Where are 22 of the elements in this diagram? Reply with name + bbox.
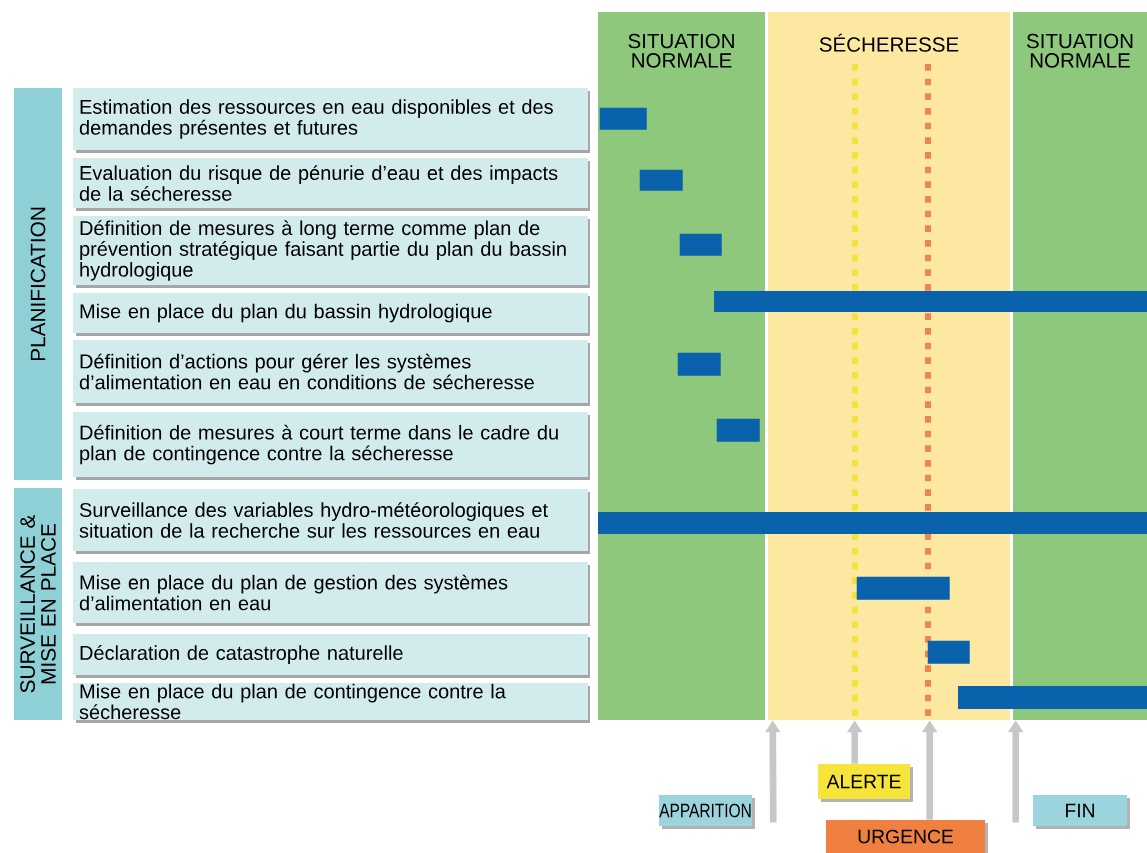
task-box: Définition d’actions pour gérer les systèmes d’alimentation en eau en conditions de sécheresse: [73, 340, 590, 406]
task-box: Estimation des ressources en eau disponibles et des demandes présentes et futures: [73, 88, 590, 153]
phase-column: SÉCHERESSE: [768, 12, 1010, 720]
phase-column: SITUATION NORMALE: [1013, 12, 1147, 720]
gantt-bar: [598, 512, 1147, 534]
task-box: Déclaration de catastrophe naturelle: [73, 634, 590, 678]
task-box: Définition de mesures à court terme dans le cadre du plan de contingence contre la sécheresse: [73, 412, 590, 480]
stage-tag: FIN: [1033, 795, 1130, 829]
task-box: Définition de mesures à long terme comme plan de prévention stratégique faisant partie du plan du bassin hydrologique: [73, 216, 590, 288]
phase-band: PLANIFICATION: [14, 88, 62, 480]
task-box: Surveillance des variables hydro-météorologiques et situation de la recherche sur les ressources en eau: [73, 489, 590, 554]
gantt-bar: [714, 291, 1147, 312]
task-box: Mise en place du plan de contingence contre la sécheresse: [73, 683, 590, 723]
phase-band: SURVEILLANCE & MISE EN PLACE: [14, 488, 62, 720]
stage-tag: URGENCE: [826, 820, 988, 853]
stage-tag: APPARITION: [659, 795, 755, 829]
stage-tag: ALERTE: [818, 764, 913, 802]
task-box: Mise en place du plan du bassin hydrologique: [73, 293, 590, 336]
task-box: Mise en place du plan de gestion des systèmes d’alimentation en eau: [73, 562, 590, 626]
gantt-bar: [958, 686, 1147, 709]
task-box: Evaluation du risque de pénurie d’eau et des impacts de la sécheresse: [73, 158, 590, 211]
phase-column: SITUATION NORMALE: [598, 12, 765, 720]
